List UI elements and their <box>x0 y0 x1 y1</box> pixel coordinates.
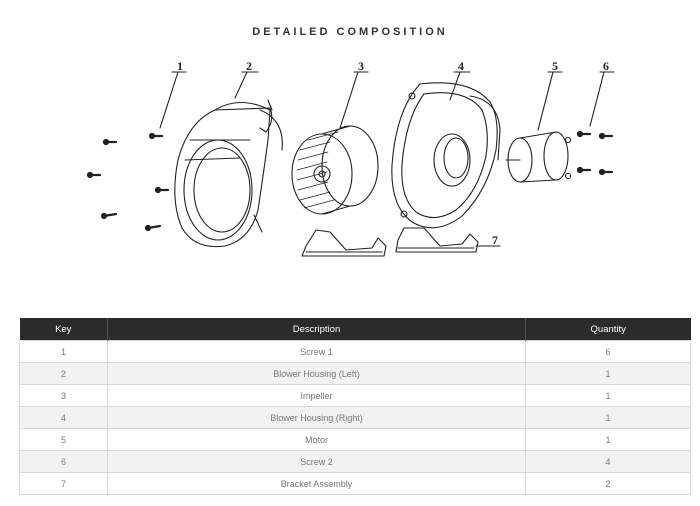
motor-icon <box>505 131 572 183</box>
page-title: DETAILED COMPOSITION <box>252 26 448 38</box>
cell-key: 3 <box>19 384 108 407</box>
callout-4-leader <box>449 71 471 101</box>
cell-quantity: 1 <box>525 362 691 385</box>
cell-quantity: 1 <box>525 406 691 429</box>
callout-1-leader <box>159 71 187 129</box>
cell-quantity: 1 <box>525 384 691 407</box>
table-row: 3 Impeller 1 <box>19 384 691 407</box>
cell-key: 5 <box>19 428 108 451</box>
table-header-row: Key Description Quantity <box>19 318 691 341</box>
callout-5-leader <box>537 71 563 131</box>
cell-key: 7 <box>19 472 108 495</box>
callout-2-leader <box>234 71 259 99</box>
screw-1-icon <box>86 132 170 232</box>
cell-quantity: 4 <box>525 450 691 473</box>
cell-description: Blower Housing (Left) <box>107 362 526 385</box>
screw-2-icon <box>576 130 614 176</box>
table-row: 5 Motor 1 <box>19 428 691 451</box>
table-row: 2 Blower Housing (Left) 1 <box>19 362 691 385</box>
cell-key: 1 <box>19 340 108 363</box>
table-row: 6 Screw 2 4 <box>19 450 691 473</box>
callout-6: 6 <box>603 59 609 73</box>
impeller-icon <box>291 125 379 215</box>
cell-key: 2 <box>19 362 108 385</box>
header-description: Description <box>107 318 526 341</box>
callout-3: 3 <box>358 59 364 73</box>
callout-2: 2 <box>246 59 252 73</box>
cell-key: 6 <box>19 450 108 473</box>
cell-description: Screw 2 <box>107 450 526 473</box>
bracket-assembly-icon <box>301 227 479 257</box>
callout-4: 4 <box>458 59 464 73</box>
cell-quantity: 2 <box>525 472 691 495</box>
table-row: 7 Bracket Assembly 2 <box>19 472 691 495</box>
cell-key: 4 <box>19 406 108 429</box>
callout-5: 5 <box>552 59 558 73</box>
cell-description: Impeller <box>107 384 526 407</box>
cell-description: Screw 1 <box>107 340 526 363</box>
callout-6-leader <box>589 71 615 127</box>
cell-quantity: 1 <box>525 428 691 451</box>
header-key: Key <box>19 318 108 341</box>
blower-housing-right-icon <box>391 82 501 229</box>
table-row: 4 Blower Housing (Right) 1 <box>19 406 691 429</box>
exploded-diagram: 1 2 3 <box>86 59 615 257</box>
blower-housing-left-icon <box>174 99 283 248</box>
callout-1: 1 <box>177 59 183 73</box>
cell-quantity: 6 <box>525 340 691 363</box>
cell-description: Blower Housing (Right) <box>107 406 526 429</box>
callout-3-leader <box>339 71 369 129</box>
callout-7: 7 <box>492 233 498 247</box>
cell-description: Motor <box>107 428 526 451</box>
header-quantity: Quantity <box>525 318 691 341</box>
cell-description: Bracket Assembly <box>107 472 526 495</box>
parts-table: Key Description Quantity 1 Screw 1 6 2 B… <box>19 318 691 495</box>
table-row: 1 Screw 1 6 <box>19 340 691 363</box>
